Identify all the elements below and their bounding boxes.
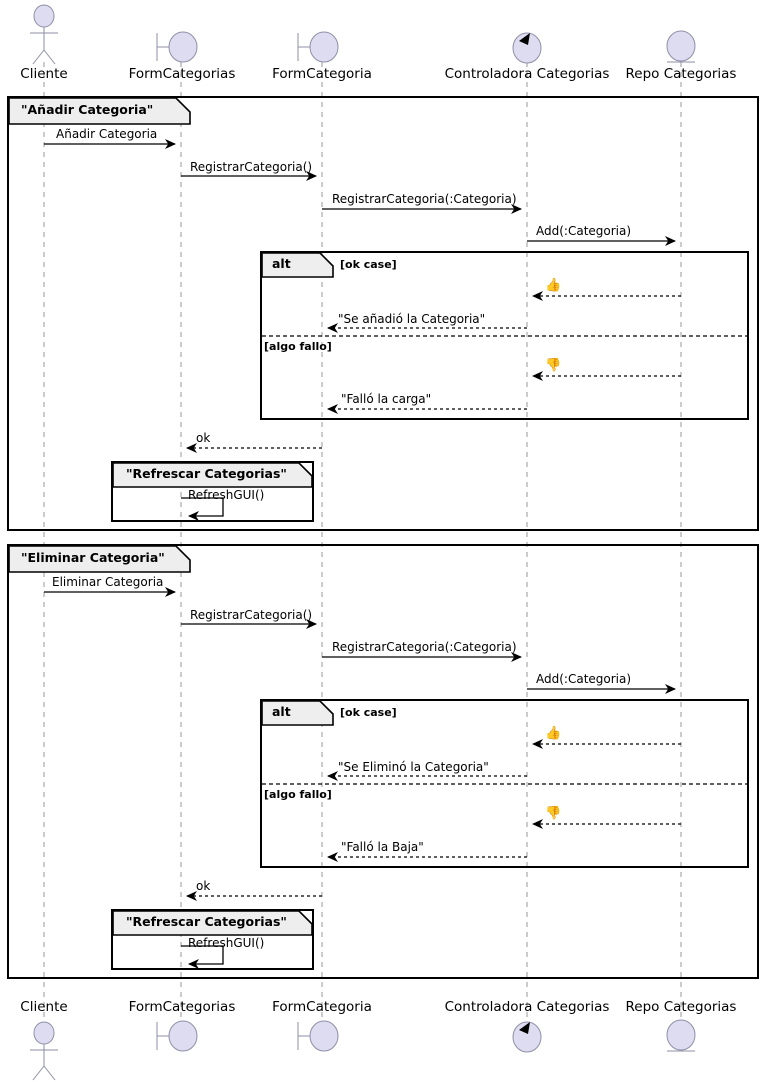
message-label-fallo-baja: "Falló la Baja" [341,840,424,854]
message-label-registrar-categoria: RegistrarCategoria() [190,160,313,174]
alt-fragment-2 [260,699,749,868]
boundary-icon [156,31,198,63]
participant-footer-repo[interactable]: Repo Categorias [625,999,737,1015]
thumbs-up-icon: 👍 [545,278,562,293]
participant-footer-controladora[interactable]: Controladora Categorias [444,999,610,1015]
boundary-icon [156,1020,198,1052]
message-label-se-elimino: "Se Eliminó la Categoria" [338,760,489,774]
participant-footer-formcategorias[interactable]: FormCategorias [128,999,236,1015]
thumbs-up-icon: 👍 [545,726,562,741]
alt-guard-fail-1: [algo fallo] [264,340,332,353]
participant-header-controladora[interactable]: Controladora Categorias [444,66,610,82]
participant-header-repo[interactable]: Repo Categorias [625,66,737,82]
control-icon [512,1021,542,1053]
nested-fragment-refrescar-2 [111,909,314,970]
participant-footer-cliente[interactable]: Cliente [20,999,68,1015]
message-label-registrar-categoria-2: RegistrarCategoria() [190,608,313,622]
alt-title-2[interactable]: alt [272,704,291,719]
message-label-registrar-categoria-param: RegistrarCategoria(:Categoria) [332,192,517,206]
boundary-icon [297,31,339,63]
group-fragment-eliminar [7,544,759,979]
message-label-add-categoria: Add(:Categoria) [536,224,632,238]
message-label-se-anadio: "Se añadió la Categoria" [338,312,486,326]
participant-header-formcategoria[interactable]: FormCategoria [272,66,372,82]
message-label-ok-2: ok [196,879,211,893]
alt-guard-fail-2: [algo fallo] [264,788,332,801]
thumbs-down-icon: 👎 [545,806,562,821]
group-title-anadir[interactable]: "Añadir Categoria" [21,102,154,117]
group-title-eliminar[interactable]: "Eliminar Categoria" [21,550,165,565]
participant-header-formcategorias[interactable]: FormCategorias [128,66,236,82]
message-label-ok-1: ok [196,431,211,445]
messages-group-1 [44,139,681,521]
alt-fragment-1 [260,251,749,420]
entity-icon [666,1019,696,1052]
alt-guard-ok-2: [ok case] [340,706,397,719]
actor-stick-figure-icon [30,4,58,65]
actor-stick-figure-icon [30,1021,58,1081]
entity-icon [666,30,696,63]
nested-fragment-refrescar-1 [111,461,314,522]
control-icon [512,32,542,64]
boundary-icon [297,1020,339,1052]
nested-title-refrescar-1[interactable]: "Refrescar Categorias" [126,466,287,481]
participant-footer-formcategoria[interactable]: FormCategoria [272,999,372,1015]
participant-header-cliente[interactable]: Cliente [20,66,68,82]
message-label-registrar-categoria-param-2: RegistrarCategoria(:Categoria) [332,640,517,654]
message-label-fallo-carga: "Falló la carga" [341,392,432,406]
thumbs-down-icon: 👎 [545,358,562,373]
nested-title-refrescar-2[interactable]: "Refrescar Categorias" [126,914,287,929]
alt-guard-ok-1: [ok case] [340,258,397,271]
message-label-add-categoria-2: Add(:Categoria) [536,672,632,686]
alt-title-1[interactable]: alt [272,256,291,271]
messages-group-2 [44,587,681,969]
message-label-eliminar-categoria: Eliminar Categoria [52,575,164,589]
group-fragment-anadir [7,96,759,531]
message-label-anadir-categoria: Añadir Categoria [56,127,158,141]
message-label-refreshgui-2: RefreshGUI() [188,936,265,950]
message-label-refreshgui-1: RefreshGUI() [188,488,265,502]
